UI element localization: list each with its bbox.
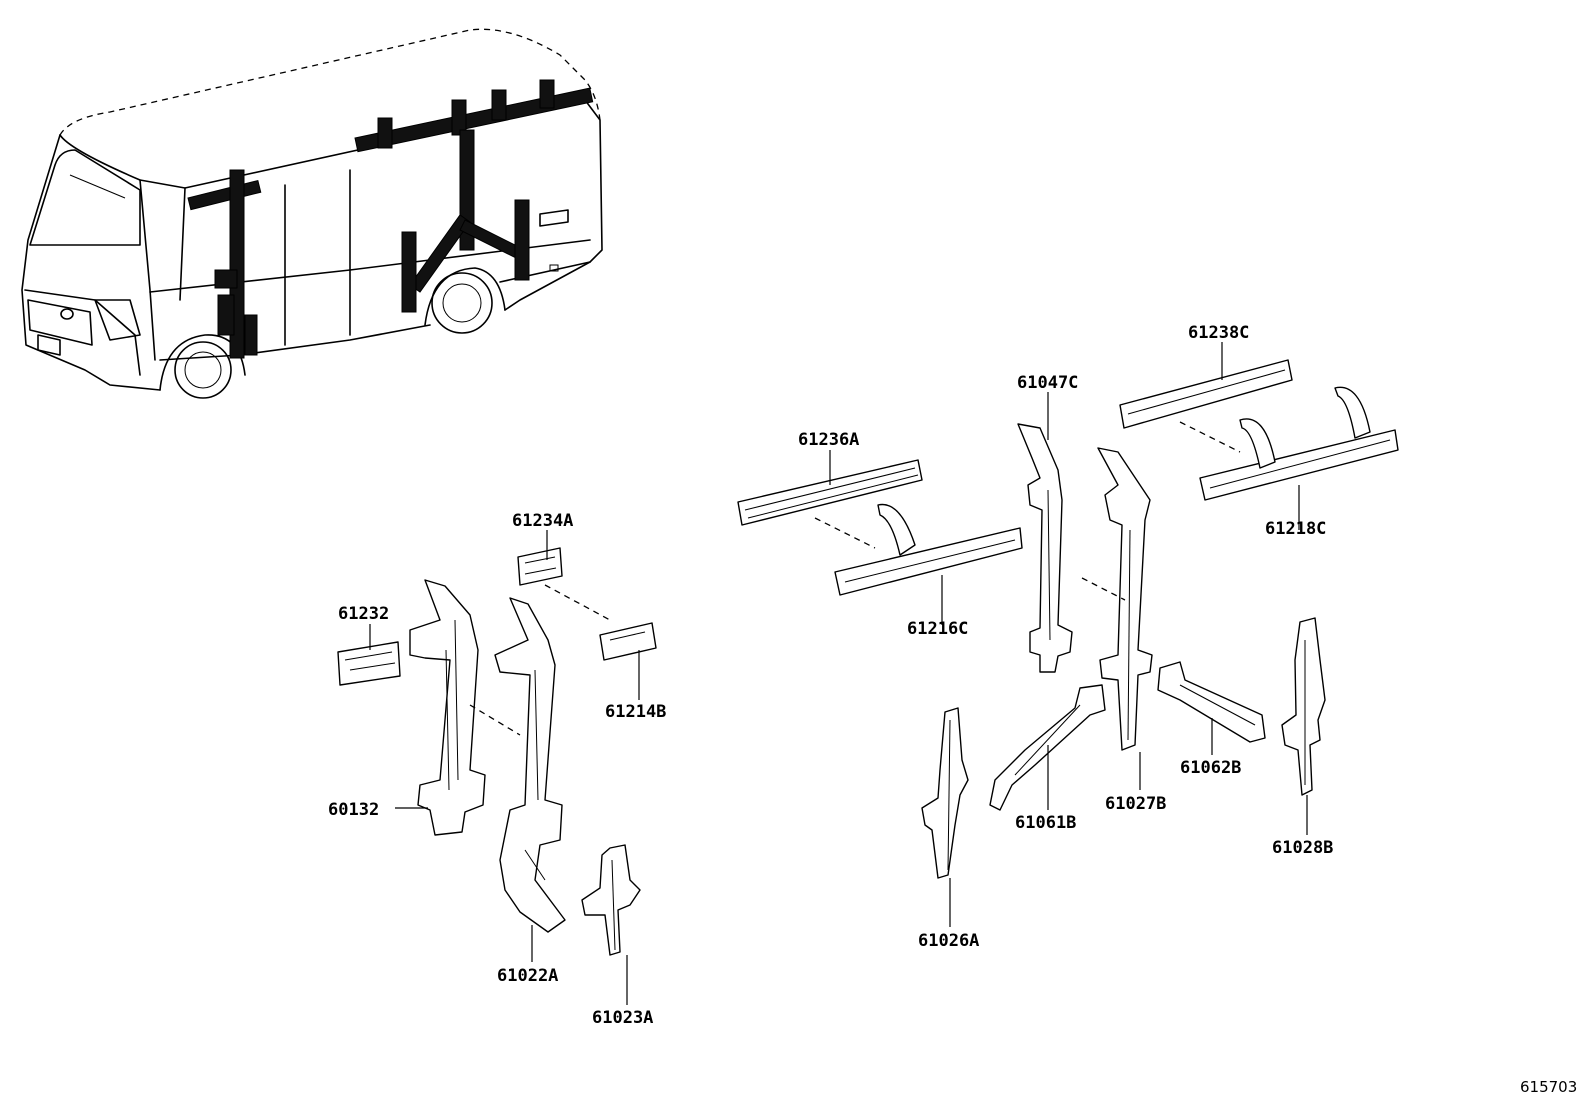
bus-rear-hub: [442, 283, 482, 323]
part-labels: 61232 61234A 61214B 60132 61022A 61023A …: [328, 323, 1577, 1096]
bus-side-marker: [539, 209, 569, 227]
part-61028B-shape: [1281, 617, 1326, 796]
bus-rocker-line: [159, 324, 431, 361]
label-61027B: 61027B: [1105, 794, 1166, 814]
bus-windshield-detail: [69, 174, 126, 199]
dash-61236A-61216C: [814, 517, 876, 549]
label-61236A: 61236A: [798, 430, 859, 450]
part-61236A-shape: [737, 459, 923, 526]
label-61062B: 61062B: [1180, 758, 1241, 778]
highlighted-pillars: [187, 79, 594, 359]
label-61026A: 61026A: [918, 931, 979, 951]
part-61022A-shape: [494, 597, 566, 933]
bus-rear-wheel-arch: [424, 267, 506, 326]
bus-grille: [27, 299, 93, 346]
bus-rear-wheel: [431, 272, 493, 334]
part-61216C-shape: [834, 503, 1023, 596]
dash-60132-61022A: [469, 704, 521, 736]
bus-front-panel: [24, 289, 141, 376]
bus-windshield: [29, 149, 141, 246]
dash-61047C-61027B: [1081, 577, 1126, 601]
bus-rear-lamp: [549, 264, 559, 272]
bus-rear-lower: [504, 261, 591, 311]
part-61232-shape: [337, 641, 401, 686]
label-61022A: 61022A: [497, 966, 558, 986]
label-61232: 61232: [338, 604, 389, 624]
bus-fog-lamp: [37, 334, 61, 356]
bus-headlight: [94, 299, 141, 341]
bus-cab-line: [179, 187, 186, 301]
label-61218C: 61218C: [1265, 519, 1326, 539]
bus-roof-outline: [59, 28, 601, 136]
label-61234A: 61234A: [512, 511, 573, 531]
part-61023A-shape: [581, 844, 641, 956]
bus-overview-illustration: [21, 28, 603, 399]
label-61214B: 61214B: [605, 702, 666, 722]
label-61047C: 61047C: [1017, 373, 1078, 393]
part-61026A-shape: [921, 707, 969, 879]
label-61061B: 61061B: [1015, 813, 1076, 833]
bus-emblem: [60, 308, 74, 320]
dash-61238C-61218C: [1179, 421, 1241, 453]
catalog-number: 615703: [1520, 1078, 1577, 1096]
label-61238C: 61238C: [1188, 323, 1249, 343]
label-61023A: 61023A: [592, 1008, 653, 1028]
dash-61234A-61214B: [544, 584, 611, 621]
part-61218C-shape: [1199, 386, 1399, 501]
label-61028B: 61028B: [1272, 838, 1333, 858]
bus-a-pillar-line: [139, 179, 156, 361]
bus-front-outline: [21, 134, 161, 391]
label-60132: 60132: [328, 800, 379, 820]
label-61216C: 61216C: [907, 619, 968, 639]
part-61062B-shape: [1157, 661, 1266, 743]
part-61047C-shape: [1017, 423, 1073, 673]
part-61234A-shape: [517, 547, 563, 586]
part-61214B-shape: [599, 622, 657, 661]
bus-front-wheel: [174, 341, 232, 399]
part-60132-shape: [409, 579, 486, 836]
part-61238C-shape: [1119, 359, 1293, 429]
part-61027B-shape: [1097, 447, 1153, 751]
leader-lines: [369, 342, 1308, 1005]
bus-front-hub: [184, 351, 222, 389]
bus-side-top: [59, 99, 603, 283]
